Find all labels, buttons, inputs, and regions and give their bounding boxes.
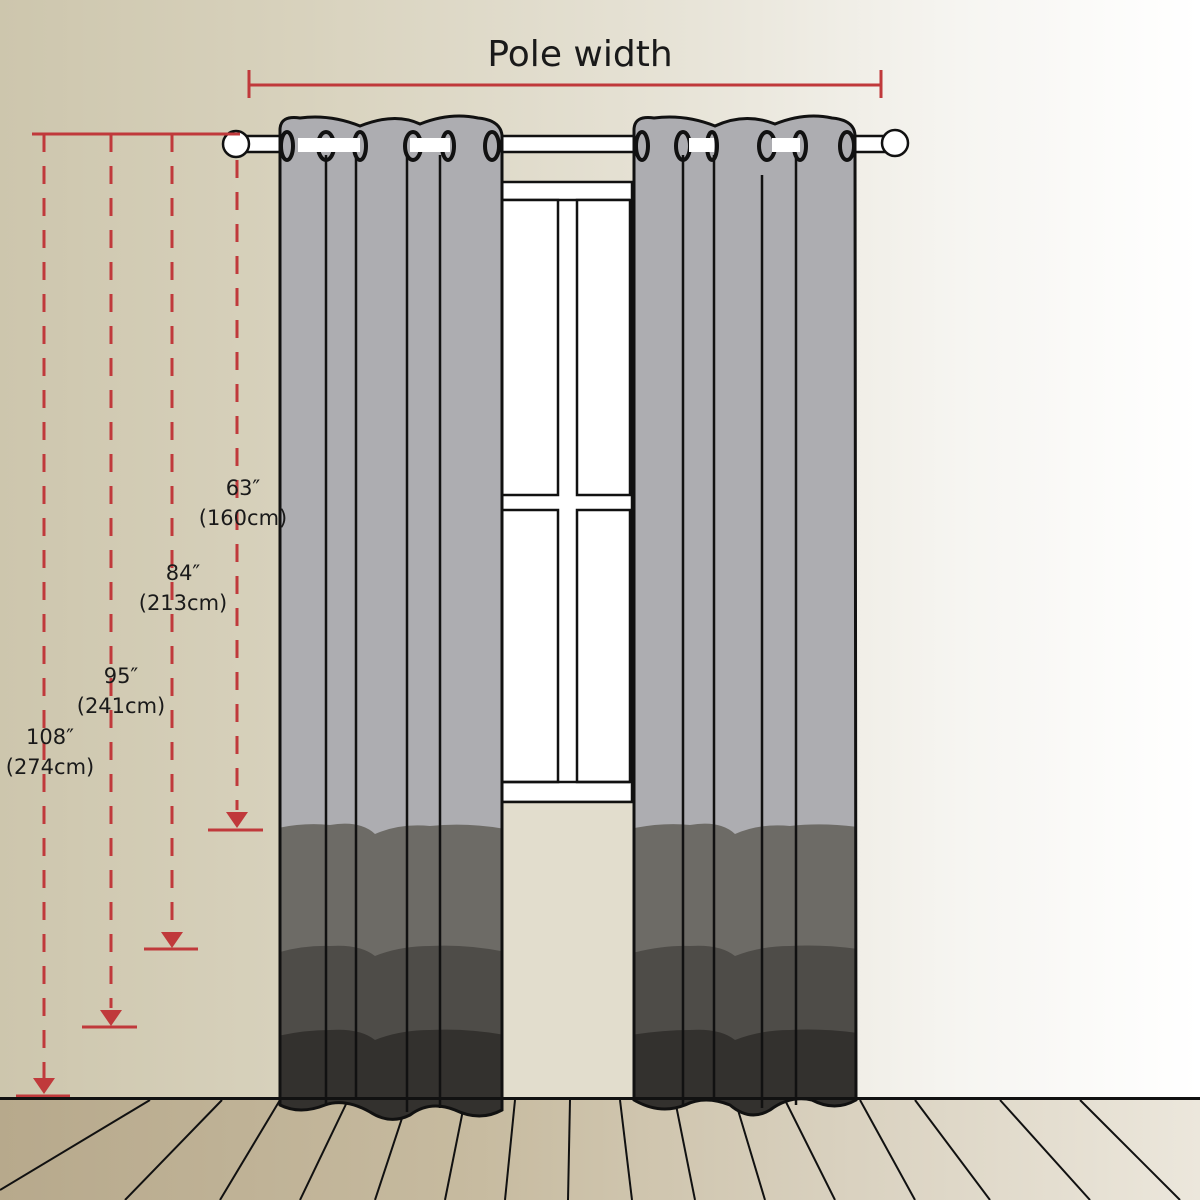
- rod-finial-right: [880, 128, 910, 158]
- arrow-108-icon: [33, 1078, 55, 1094]
- pole-width-dimension: [247, 70, 883, 98]
- length-dimension-lines: [42, 134, 239, 1078]
- measurement-108-cm: (274cm): [5, 755, 95, 779]
- measurement-95-cm: (241cm): [76, 694, 166, 718]
- pole-width-label: Pole width: [487, 34, 673, 75]
- measurement-84: 84″ (213cm): [128, 558, 238, 618]
- window: [498, 180, 634, 804]
- length-end-ticks: [16, 828, 263, 1098]
- arrow-84-icon: [161, 932, 183, 948]
- measurement-95: 95″ (241cm): [66, 661, 176, 721]
- floor-planks: [0, 1099, 1181, 1200]
- rod-finial-left: [221, 129, 251, 159]
- measurement-84-cm: (213cm): [138, 591, 228, 615]
- measurement-84-inches: 84″: [165, 561, 201, 585]
- arrow-95-icon: [100, 1010, 122, 1026]
- length-arrowheads: [33, 812, 248, 1094]
- measurement-63-cm: (160cm): [198, 506, 288, 530]
- floor-baseline: [0, 1097, 1200, 1100]
- measurement-108: 108″ (274cm): [0, 722, 100, 782]
- wall-below-window: [500, 802, 632, 1098]
- wood-floor: [0, 1100, 1200, 1200]
- measurement-63-inches: 63″: [225, 476, 261, 500]
- right-curtain-panel: [632, 114, 858, 1117]
- left-curtain-panel: [278, 114, 504, 1121]
- arrow-63-icon: [226, 812, 248, 828]
- measurement-63: 63″ (160cm): [190, 473, 296, 533]
- measurement-95-inches: 95″: [103, 664, 139, 688]
- measurement-108-inches: 108″: [26, 725, 74, 749]
